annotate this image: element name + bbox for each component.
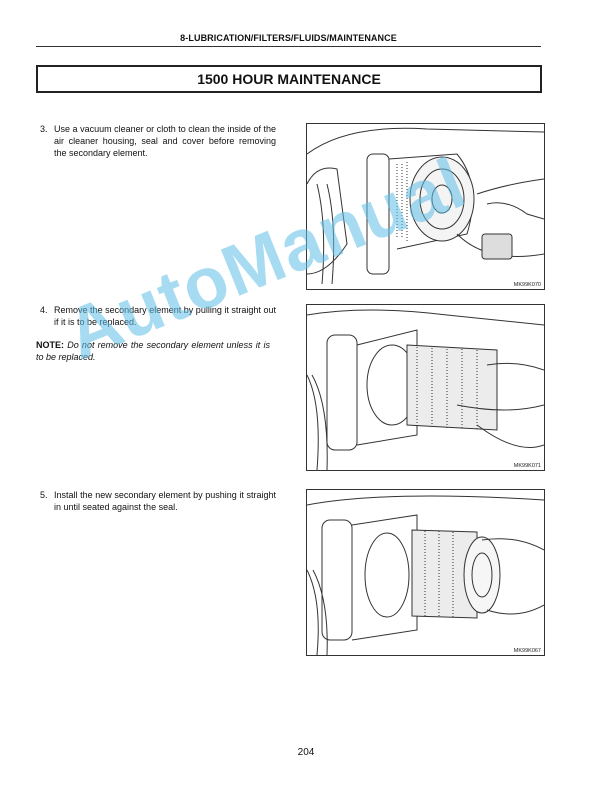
figure-code: MK99K070: [513, 282, 541, 288]
step-text: Install the new secondary element by pus…: [54, 490, 276, 512]
install-element-illustration: [307, 495, 544, 655]
figure-air-cleaner-housing: MK99K070: [306, 123, 545, 290]
air-cleaner-illustration: [307, 127, 544, 285]
section-header: 8-LUBRICATION/FILTERS/FLUIDS/MAINTENANCE: [180, 33, 397, 43]
note-text: Do not remove the secondary element unle…: [36, 340, 270, 362]
step-number: 4.: [40, 305, 48, 315]
figure-remove-secondary-element: MK99K071: [306, 304, 545, 471]
step-5: 5. Install the new secondary element by …: [40, 489, 276, 513]
page-number: 204: [297, 747, 315, 758]
step-text: Use a vacuum cleaner or cloth to clean t…: [54, 124, 276, 158]
header-rule: [36, 46, 541, 47]
figure-install-secondary-element: MK99K067: [306, 489, 545, 656]
step-number: 5.: [40, 490, 48, 500]
note-label: NOTE:: [36, 340, 64, 350]
step-4: 4. Remove the secondary element by pulli…: [40, 304, 276, 328]
figure-code: MK99K067: [513, 648, 541, 654]
step-3: 3. Use a vacuum cleaner or cloth to clea…: [40, 123, 276, 159]
remove-element-illustration: [307, 309, 544, 470]
note: NOTE: Do not remove the secondary elemen…: [36, 339, 270, 363]
title-box: 1500 HOUR MAINTENANCE: [36, 65, 542, 93]
step-text: Remove the secondary element by pulling …: [54, 305, 276, 327]
step-number: 3.: [40, 124, 48, 134]
figure-code: MK99K071: [513, 463, 541, 469]
page-title: 1500 HOUR MAINTENANCE: [197, 71, 381, 87]
